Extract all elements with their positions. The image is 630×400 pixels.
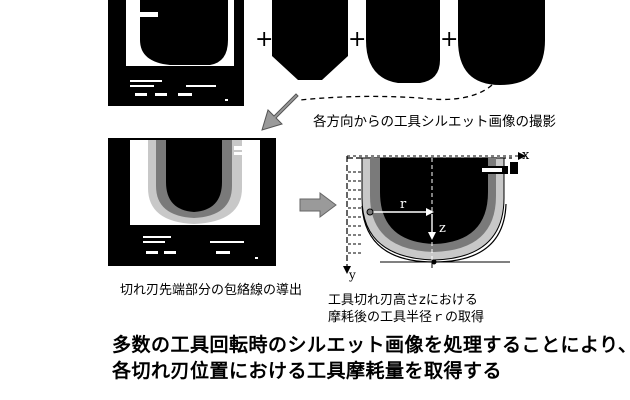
- silhouette-rounded-side: [366, 0, 440, 83]
- right-arrow: [299, 192, 337, 218]
- down-left-arrow: [261, 93, 299, 131]
- silhouette-hexagonal: [272, 0, 348, 80]
- envelope-screen: [108, 138, 276, 266]
- caption-radius-line2: 摩耗後の工具半径ｒの取得: [328, 310, 485, 325]
- dashed-connector: [299, 84, 493, 101]
- axis-label-y: y: [348, 268, 356, 282]
- label-z: z: [439, 221, 446, 236]
- plus-sign-3: +: [440, 27, 458, 52]
- silhouette-round: [458, 0, 545, 85]
- caption-radius-line1: 工具切れ刃高さzにおける: [328, 293, 478, 308]
- summary-line-2: 各切れ刃位置における工具摩耗量を取得する: [112, 360, 503, 382]
- plus-sign-1: +: [255, 27, 273, 52]
- radius-graph: [343, 152, 526, 274]
- axis-label-x: x: [522, 148, 530, 163]
- summary-line-1: 多数の工具回転時のシルエット画像を処理することにより、: [112, 334, 630, 356]
- caption-silhouette-capture: 各方向からの工具シルエット画像の撮影: [313, 114, 556, 130]
- plus-sign-2: +: [348, 27, 366, 52]
- label-r: r: [400, 197, 407, 212]
- top-camera-screen: [108, 0, 244, 106]
- caption-envelope-derivation: 切れ刃先端部分の包絡線の導出: [120, 283, 303, 298]
